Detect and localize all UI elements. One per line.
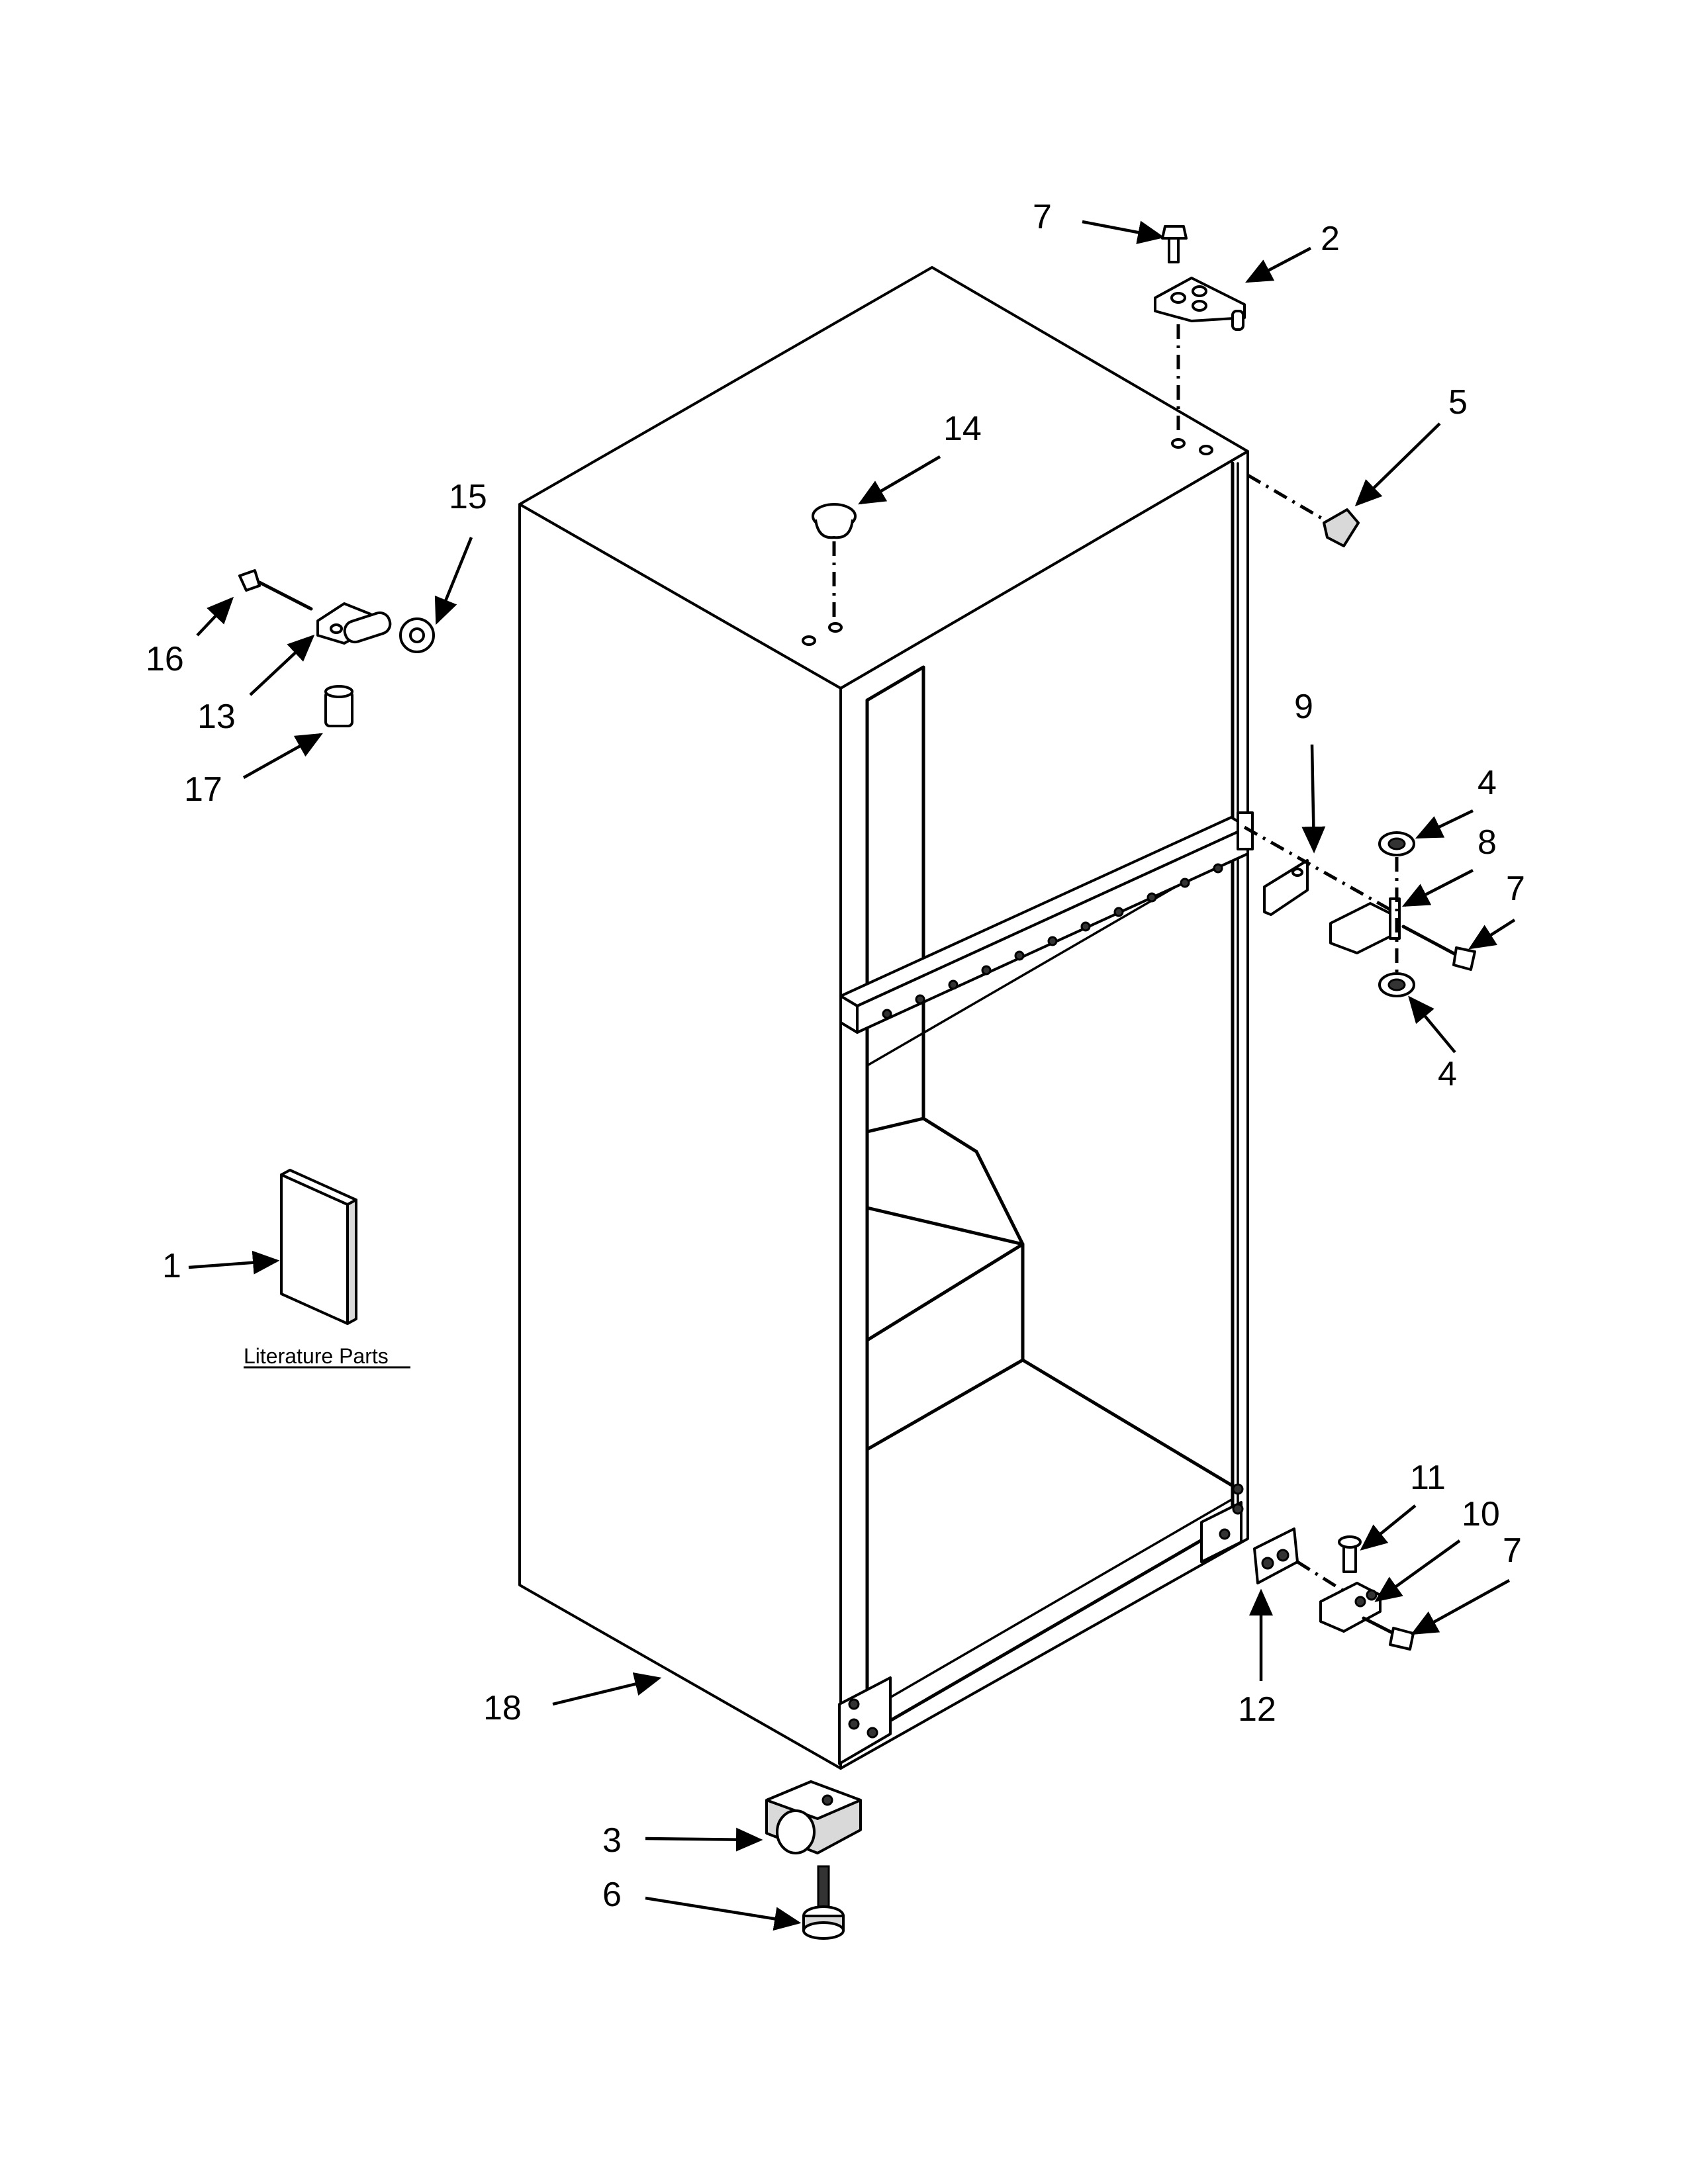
leader-6 [645, 1896, 802, 1931]
center-hinge-washer-top [1378, 831, 1415, 856]
leader-10 [1374, 1539, 1461, 1602]
center-hinge-washer-bottom [1378, 972, 1415, 997]
hole-plug [812, 503, 857, 539]
callout-14: 14 [943, 410, 982, 448]
bottom-hinge-shim [1253, 1527, 1299, 1584]
leader-7c [1411, 1579, 1511, 1635]
callout-12: 12 [1238, 1690, 1276, 1729]
callout-17: 17 [184, 770, 222, 809]
hinge-washer [399, 617, 435, 653]
top-hinge-pin-assembly [316, 602, 392, 645]
center-hinge-shim [1263, 859, 1309, 916]
bottom-hinge-pin [1338, 1535, 1362, 1573]
literature-parts-label: Literature Parts [244, 1344, 389, 1368]
leader-4a [1415, 809, 1474, 839]
top-hinge [1154, 277, 1246, 331]
leader-8 [1401, 868, 1474, 907]
leader-4b [1408, 995, 1456, 1054]
hinge-bushing [324, 685, 353, 727]
callout-13: 13 [197, 698, 236, 736]
leader-3 [645, 1827, 763, 1852]
top-hinge-screw [1161, 225, 1188, 263]
callout-11: 11 [1410, 1459, 1446, 1497]
center-hinge [1329, 897, 1401, 954]
callout-1: 1 [162, 1247, 181, 1285]
center-hinge-screw [1401, 925, 1476, 971]
cabinet-bottom-corner-left [838, 1676, 892, 1765]
callout-4b: 4 [1438, 1055, 1457, 1093]
leader-9 [1301, 744, 1326, 854]
callout-7b: 7 [1506, 870, 1525, 908]
bottom-hinge-screw [1362, 1616, 1415, 1651]
callout-2: 2 [1321, 220, 1340, 258]
front-roller [765, 1780, 862, 1854]
callout-4a: 4 [1477, 764, 1497, 802]
leader-15 [434, 537, 473, 625]
bottom-hinge [1319, 1582, 1382, 1633]
literature-booklet [280, 1169, 357, 1325]
leader-16 [196, 596, 234, 637]
callout-7a: 7 [1033, 198, 1052, 236]
leader-18 [552, 1672, 662, 1706]
callout-5: 5 [1448, 383, 1468, 422]
callout-18: 18 [483, 1689, 522, 1727]
leader-7b [1468, 919, 1516, 950]
leader-1 [188, 1250, 280, 1275]
leader-17 [242, 733, 323, 779]
leveling-leg [802, 1865, 845, 1940]
callout-16: 16 [146, 640, 184, 678]
leader-14 [858, 455, 941, 505]
leader-2 [1245, 247, 1312, 283]
door-stop-dashline [1246, 473, 1325, 522]
leader-11 [1360, 1504, 1417, 1551]
callout-10: 10 [1462, 1495, 1500, 1533]
hinge-pin-screw [238, 569, 313, 611]
leader-5 [1354, 422, 1441, 507]
callout-15: 15 [449, 478, 487, 516]
cabinet-bottom-corner-right [1200, 1483, 1244, 1563]
leader-13 [249, 634, 315, 696]
center-mullion-rail [839, 811, 1254, 1034]
callout-8: 8 [1477, 823, 1497, 862]
refrigerator-cabinet [518, 266, 1249, 1770]
door-stop [1323, 508, 1360, 547]
callout-3: 3 [602, 1821, 622, 1860]
leader-7a [1082, 220, 1165, 244]
callout-9: 9 [1294, 688, 1313, 726]
callout-7c: 7 [1503, 1531, 1522, 1570]
callout-6: 6 [602, 1876, 622, 1914]
